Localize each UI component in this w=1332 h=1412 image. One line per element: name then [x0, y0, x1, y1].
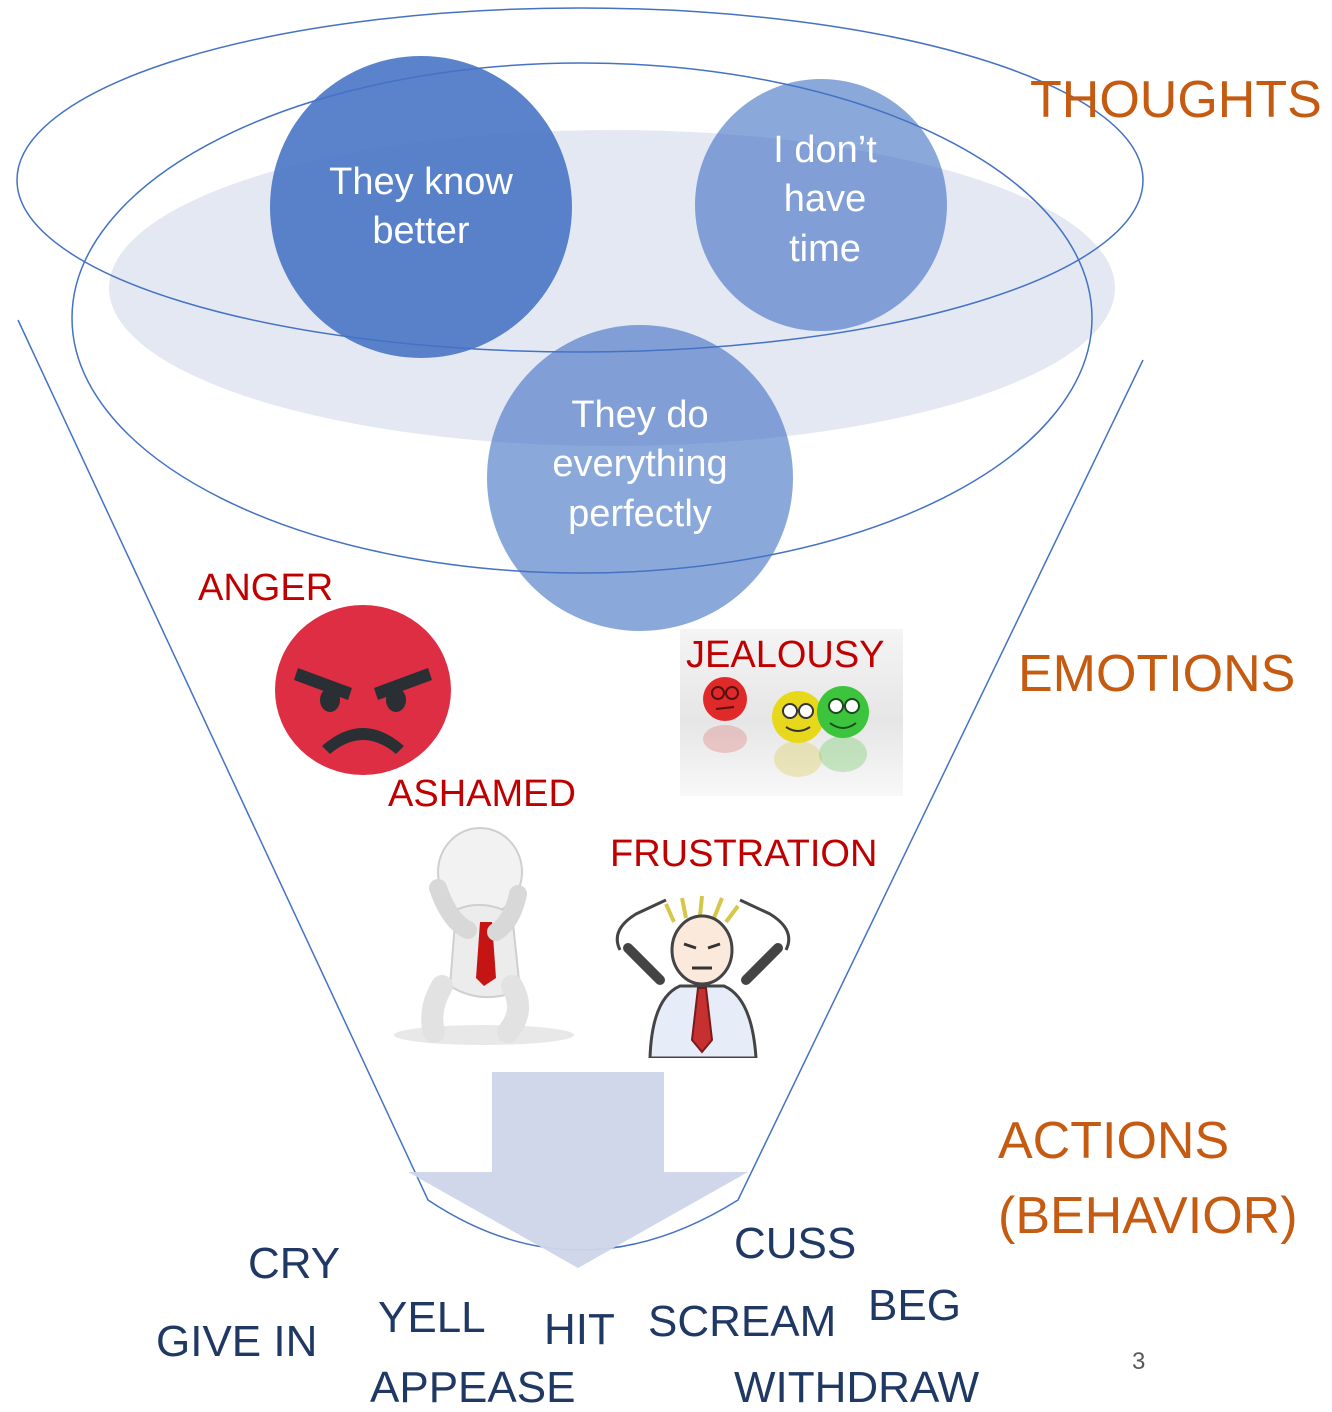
thought-text-2-line-1: I don’t — [773, 128, 877, 171]
jealousy-image — [680, 629, 903, 796]
thought-bubble-2 — [695, 79, 947, 331]
action-yell: YELL — [378, 1293, 486, 1342]
thought-bubble-1 — [270, 56, 572, 358]
thought-text-3: They do everything perfectly — [520, 390, 760, 540]
thought-text-1: They know better — [300, 157, 542, 257]
thought-text-3-line-1: They do — [571, 393, 709, 436]
stage-label-behavior: (BEHAVIOR) — [998, 1187, 1298, 1245]
emotion-label-jealousy: JEALOUSY — [686, 634, 885, 676]
stage-label-emotions: EMOTIONS — [1018, 645, 1296, 703]
action-hit: HIT — [544, 1305, 615, 1354]
thought-text-1-line-2: better — [372, 210, 470, 252]
action-cuss: CUSS — [734, 1219, 857, 1268]
thought-bubble-3 — [487, 325, 793, 631]
emotion-label-anger: ANGER — [198, 567, 334, 609]
action-cry: CRY — [248, 1239, 341, 1288]
thought-text-2: I don’t have time — [720, 126, 930, 274]
stage-label-actions: ACTIONS — [998, 1112, 1230, 1170]
frustrated-man-icon — [615, 895, 791, 1058]
thought-text-2-line-3: time — [789, 227, 861, 270]
action-give-in: GIVE IN — [156, 1317, 318, 1366]
page-number: 3 — [1132, 1348, 1146, 1375]
thought-text-1-line-1: They know — [329, 160, 513, 203]
stage-label-thoughts: THOUGHTS — [1030, 71, 1322, 129]
thought-text-3-line-3: perfectly — [568, 492, 712, 535]
action-appease: APPEASE — [370, 1363, 576, 1412]
action-withdraw: WITHDRAW — [734, 1363, 980, 1412]
ashamed-figure-icon — [394, 827, 574, 1045]
angry-face-icon — [275, 605, 451, 775]
emotion-label-ashamed: ASHAMED — [388, 773, 576, 815]
action-scream: SCREAM — [648, 1297, 837, 1346]
thought-text-3-line-2: everything — [552, 443, 728, 486]
jealous-balls-icon — [703, 677, 869, 777]
down-arrow — [408, 1072, 748, 1268]
emotion-label-frustration: FRUSTRATION — [610, 833, 878, 875]
thought-text-2-line-2: have — [783, 178, 867, 221]
action-beg: BEG — [868, 1281, 961, 1330]
